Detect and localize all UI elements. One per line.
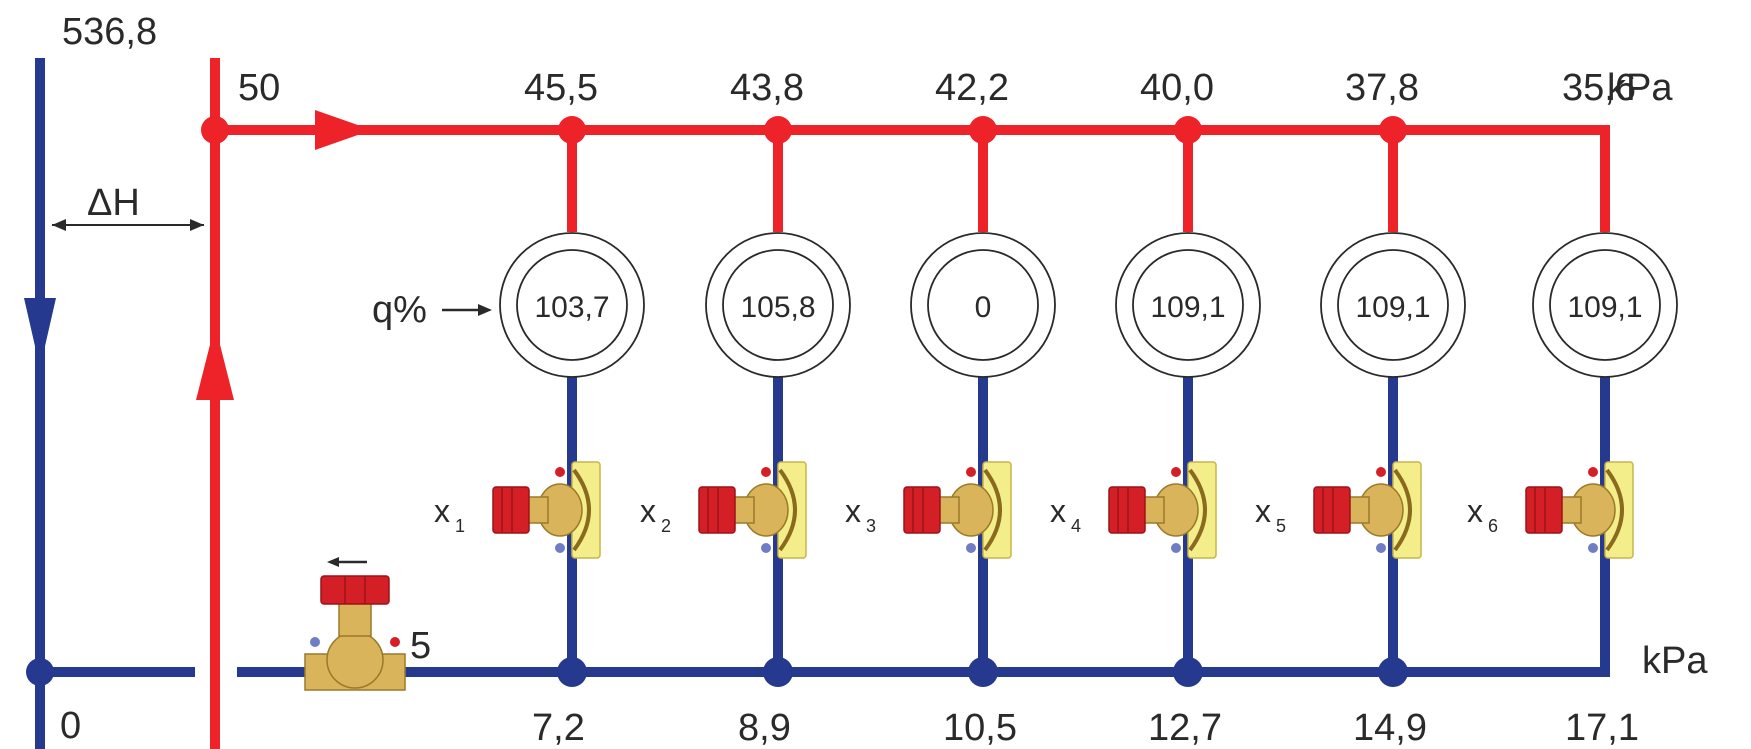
return-node <box>968 657 998 687</box>
double-ring-icon[interactable]: 105,8 <box>705 232 851 378</box>
supply-node <box>1174 116 1202 144</box>
return-node <box>763 657 793 687</box>
return-node <box>1173 657 1203 687</box>
return-node <box>1378 657 1408 687</box>
left-return-riser <box>24 58 195 749</box>
supply-pressure-label: 42,2 <box>935 67 1009 109</box>
radiator-valve-icon[interactable] <box>698 461 807 559</box>
return-pressure-label: 10,5 <box>943 707 1017 749</box>
flow-percent-value: 109,1 <box>1150 291 1225 324</box>
return-pressure-label: 14,9 <box>1353 707 1427 749</box>
q-percent-pointer <box>442 304 492 316</box>
supply-pressure-label: 45,5 <box>524 67 598 109</box>
q-percent-label: q% <box>372 289 427 331</box>
radiator-valve-icon[interactable] <box>1108 461 1217 559</box>
supply-unit: kPa <box>1607 67 1673 109</box>
supply-node <box>969 116 997 144</box>
supply-pressure-label: 40,0 <box>1140 67 1214 109</box>
left-riser-top-pressure: 536,8 <box>62 11 157 53</box>
double-ring-icon[interactable]: 109,1 <box>1532 232 1678 378</box>
down-flow-arrow-icon <box>24 298 56 368</box>
return-unit: kPa <box>1642 640 1708 682</box>
balancing-valve-icon[interactable] <box>304 557 406 691</box>
valve-letter: x <box>1255 493 1271 529</box>
valve-index: 5 <box>1276 516 1286 536</box>
return-node <box>557 657 587 687</box>
valve-letter: x <box>640 493 656 529</box>
supply-pressure-label: 35,6 <box>1562 67 1636 109</box>
radiator-valve-icon[interactable] <box>492 461 601 559</box>
supply-start-pressure: 50 <box>238 67 280 109</box>
flow-percent-value: 103,7 <box>534 291 609 324</box>
valve-letter: x <box>434 493 450 529</box>
valve-index: 4 <box>1071 516 1081 536</box>
valve-index: 2 <box>661 516 671 536</box>
right-flow-arrow-icon <box>315 110 372 150</box>
valve-letter: x <box>1467 493 1483 529</box>
radiator-valve-icon[interactable] <box>1525 461 1634 559</box>
valve-index: 3 <box>866 516 876 536</box>
supply-node <box>764 116 792 144</box>
double-ring-icon[interactable]: 0 <box>910 232 1056 378</box>
supply-pressure-label: 43,8 <box>730 67 804 109</box>
flow-percent-value: 109,1 <box>1355 291 1430 324</box>
radiator-valve-icon[interactable] <box>1313 461 1422 559</box>
flow-percent-value: 109,1 <box>1567 291 1642 324</box>
double-ring-icon[interactable]: 109,1 <box>1115 232 1261 378</box>
return-pressure-label: 7,2 <box>532 707 585 749</box>
left-supply-riser <box>196 58 234 749</box>
valve-letter: x <box>1050 493 1066 529</box>
return-pressure-label: 8,9 <box>738 707 791 749</box>
supply-pressure-label: 37,8 <box>1345 67 1419 109</box>
return-pressure-label: 12,7 <box>1148 707 1222 749</box>
return-pressure-label: 17,1 <box>1565 707 1639 749</box>
radiator-valve-icon[interactable] <box>903 461 1012 559</box>
valve-index: 6 <box>1488 516 1498 536</box>
valve-index: 1 <box>455 516 465 536</box>
delta-h-label: ΔH <box>87 182 140 224</box>
up-flow-arrow-icon <box>196 325 234 400</box>
delta-h-dimension <box>52 219 204 231</box>
left-riser-bottom-pressure: 0 <box>60 705 81 747</box>
double-ring-icon[interactable]: 103,7 <box>499 232 645 378</box>
flow-percent-value: 105,8 <box>740 291 815 324</box>
flow-percent-value: 0 <box>975 291 992 324</box>
supply-node <box>558 116 586 144</box>
balancing-valve-label: 5 <box>410 625 431 667</box>
supply-node <box>1379 116 1407 144</box>
valve-letter: x <box>845 493 861 529</box>
double-ring-icon[interactable]: 109,1 <box>1320 232 1466 378</box>
